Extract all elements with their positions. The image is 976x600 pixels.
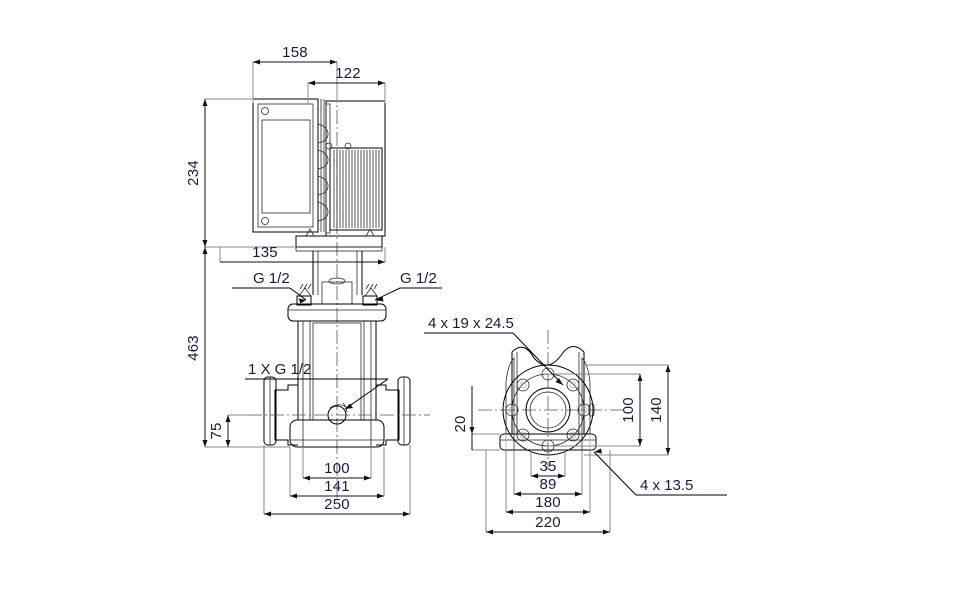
dim-label-122: 122	[335, 65, 361, 82]
dim-label-140: 140	[648, 397, 665, 423]
shaft-top-cap	[328, 277, 346, 285]
dim-label-234: 234	[185, 160, 202, 186]
flange-bore-inner	[529, 391, 567, 429]
dim-140: 140	[584, 364, 671, 456]
dim-label-100-side: 100	[620, 397, 637, 423]
dim-label-463: 463	[185, 335, 202, 361]
terminal-box-screw-bottom	[261, 217, 269, 225]
motor-fin-bolt-right	[344, 142, 352, 150]
callout-label-g12-left: G 1/2	[253, 270, 290, 287]
dim-label-141: 141	[324, 478, 350, 495]
dim-label-135: 135	[252, 244, 278, 261]
pump-head-flange	[287, 303, 387, 322]
flange-bolt-holes-inner	[508, 381, 588, 439]
motor-fin-block	[329, 147, 383, 231]
dim-234: 234	[185, 98, 295, 248]
flange-plan	[502, 364, 594, 456]
callout-label-g12-right: G 1/2	[400, 270, 437, 287]
motor-body-edge	[325, 103, 331, 234]
dim-135: 135	[219, 244, 386, 265]
dim-label-100-front: 100	[324, 460, 350, 477]
motor-assembly	[252, 98, 386, 252]
callout-g12-left: G 1/2	[232, 270, 307, 304]
dim-100-side: 100	[548, 373, 643, 447]
front-view: 158 122 234 135	[185, 44, 442, 517]
side-view: 100 140 20 35	[424, 315, 727, 535]
motor-cable-glands	[317, 123, 329, 222]
terminal-box-screw-top	[261, 107, 269, 115]
pump-head	[287, 283, 387, 322]
dim-label-20: 20	[452, 415, 469, 432]
dim-35: 35	[530, 450, 566, 479]
dim-label-75: 75	[208, 422, 225, 439]
callout-label-base-mounting-holes: 4 x 13.5	[640, 477, 693, 494]
callout-drain-port: 1 X G 1/2	[245, 361, 389, 410]
callout-label-drain-port: 1 X G 1/2	[248, 361, 311, 378]
dim-label-35: 35	[539, 458, 556, 475]
terminal-box-inner	[257, 103, 314, 228]
housing-side-tab	[588, 403, 595, 417]
dim-89: 89	[513, 450, 583, 497]
gauge-port-plug-right	[362, 283, 378, 306]
dim-label-89: 89	[539, 476, 556, 493]
motor-cooling-fins	[333, 150, 380, 228]
dim-label-220: 220	[535, 514, 561, 531]
callout-g12-right: G 1/2	[374, 270, 442, 302]
base-plate-body	[499, 433, 597, 451]
motor-fin-bolt-left	[325, 142, 333, 150]
dim-180: 180	[505, 450, 591, 515]
dim-122: 122	[307, 65, 386, 103]
motor-flange-lip	[295, 246, 383, 252]
flange-outer-circle	[502, 364, 594, 456]
dim-141: 141	[289, 447, 385, 499]
pump-ports	[248, 376, 430, 446]
pump-base	[289, 419, 385, 448]
dim-75: 75	[208, 414, 290, 448]
dim-220: 220	[485, 450, 611, 535]
dim-label-180: 180	[535, 494, 561, 511]
dim-label-158: 158	[282, 44, 308, 61]
gauge-port-plug-left	[296, 283, 312, 306]
terminal-box-panel	[261, 119, 311, 214]
flange-rib-left	[305, 228, 315, 237]
dim-label-250: 250	[324, 496, 350, 513]
callout-base-mounting-holes: 4 x 13.5	[593, 448, 727, 496]
pump-housing-silhouette	[505, 346, 595, 435]
dim-100-front: 100	[302, 447, 372, 481]
dim-158: 158	[252, 44, 338, 103]
callout-label-flange-bolt-holes: 4 x 19 x 24.5	[428, 315, 514, 332]
base-body	[289, 419, 385, 448]
callout-flange-bolt-holes: 4 x 19 x 24.5	[424, 315, 564, 386]
flange-bore	[525, 387, 571, 433]
flange-rib-right	[365, 228, 375, 237]
dim-250: 250	[263, 445, 411, 517]
